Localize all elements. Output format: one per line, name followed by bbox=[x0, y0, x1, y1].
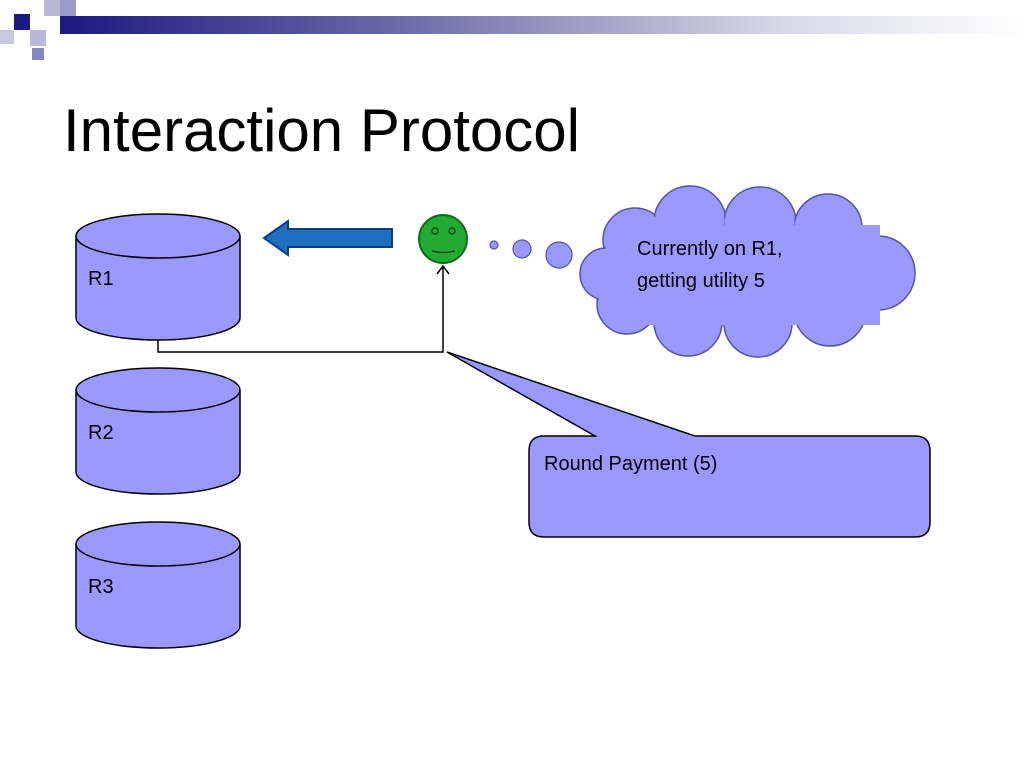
connector-line bbox=[157, 266, 444, 353]
callout-text: Round Payment (5) bbox=[544, 453, 717, 475]
resource-label-r1: R1 bbox=[88, 268, 114, 290]
header-gradient-bar bbox=[60, 16, 1024, 34]
header-square-dark bbox=[14, 14, 30, 30]
connector-arrowhead bbox=[436, 264, 450, 275]
header-square-mid bbox=[32, 48, 44, 60]
header-square-mid bbox=[60, 0, 76, 16]
slide-title: Interaction Protocol bbox=[63, 97, 580, 164]
resource-r2: R2 bbox=[75, 367, 241, 495]
resource-label-r3: R3 bbox=[88, 576, 114, 598]
resource-r3: R3 bbox=[75, 521, 241, 649]
left-arrow-icon bbox=[262, 219, 393, 257]
smiley-face-icon bbox=[418, 214, 468, 264]
thought-text-line2: getting utility 5 bbox=[637, 270, 765, 292]
thought-dot-small bbox=[489, 240, 499, 250]
thought-dot-large bbox=[545, 241, 573, 269]
header-square-light bbox=[0, 30, 14, 44]
header-square-light bbox=[44, 0, 60, 16]
thought-cloud: Currently on R1, getting utility 5 bbox=[579, 185, 916, 358]
header-square-light bbox=[30, 30, 46, 46]
payment-callout: Round Payment (5) bbox=[446, 351, 931, 538]
resource-label-r2: R2 bbox=[88, 422, 114, 444]
thought-dot-medium bbox=[512, 239, 532, 259]
header-decoration bbox=[0, 0, 1024, 60]
thought-text-line1: Currently on R1, bbox=[637, 238, 783, 260]
resource-r1: R1 bbox=[75, 213, 241, 341]
